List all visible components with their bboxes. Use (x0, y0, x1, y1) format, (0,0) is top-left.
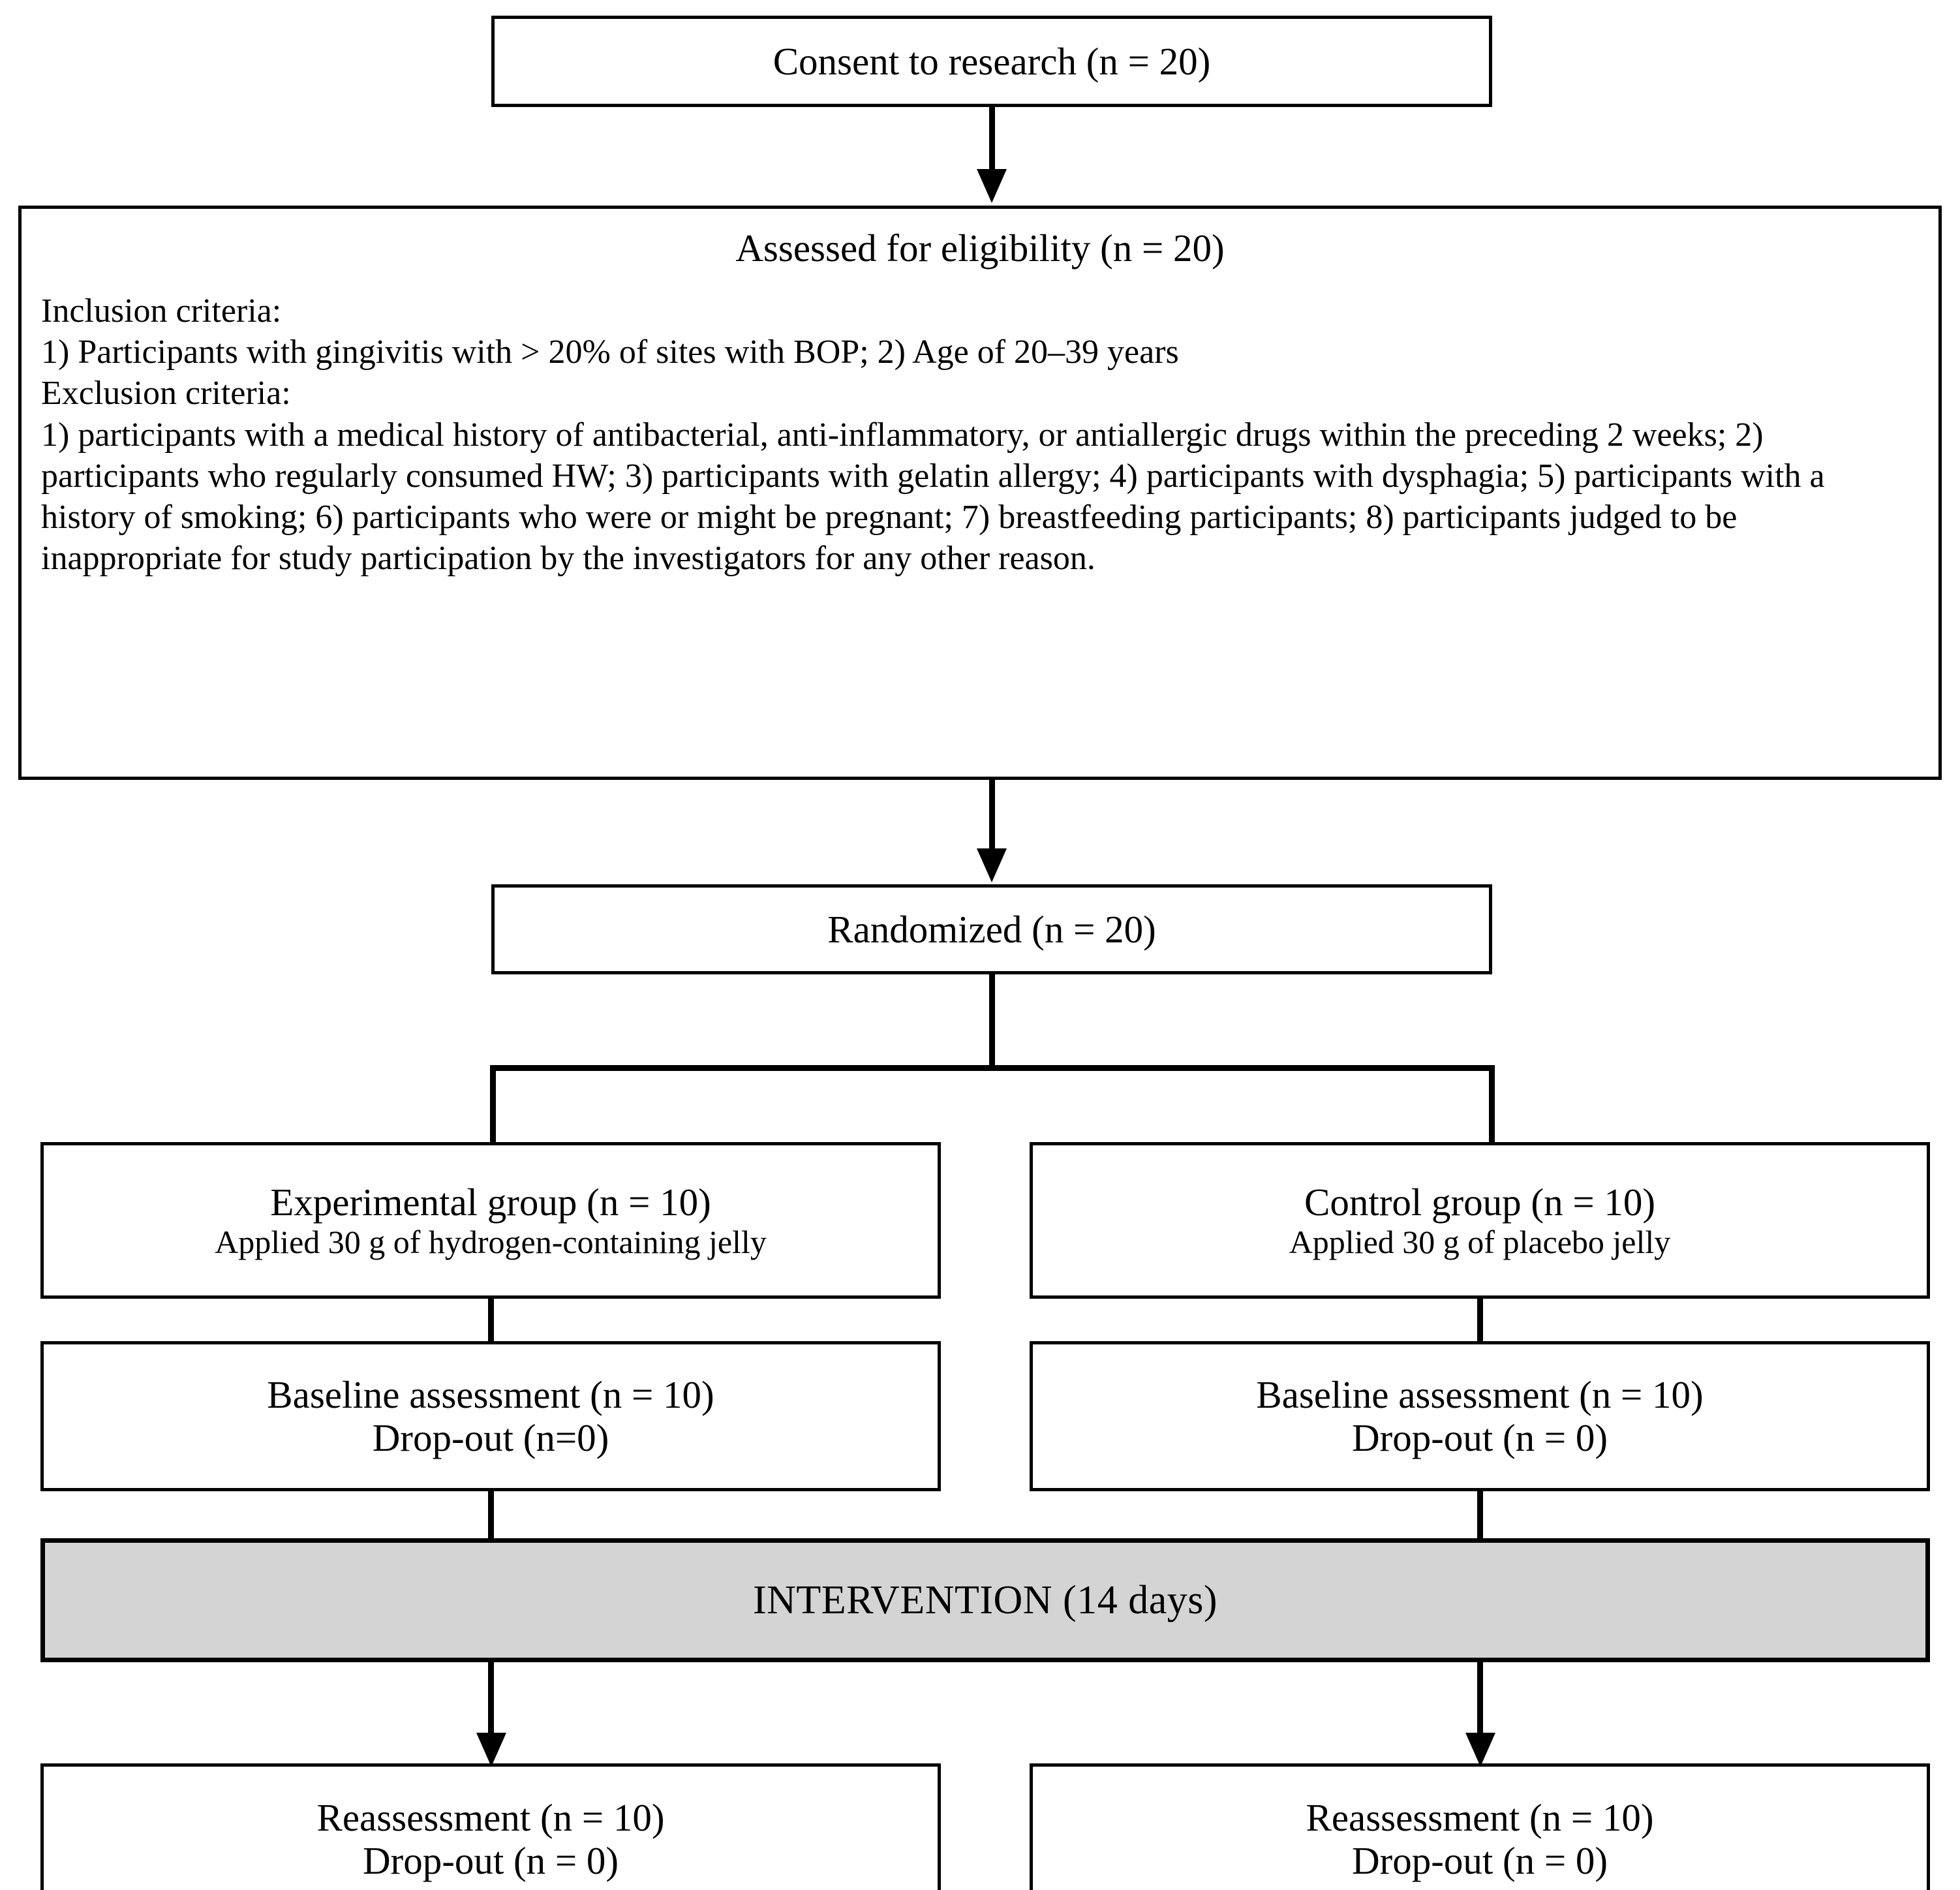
control-group-box: Control group (n = 10) Applied 30 g of p… (1030, 1142, 1930, 1299)
connector-intervention-to-experimental-reassessment (488, 1662, 494, 1737)
eligibility-heading: Assessed for eligibility (n = 20) (735, 226, 1225, 270)
control-baseline-dropout: Drop-out (n = 0) (1351, 1416, 1608, 1459)
control-baseline-box: Baseline assessment (n = 10) Drop-out (n… (1030, 1341, 1930, 1491)
consent-box: Consent to research (n = 20) (491, 16, 1492, 107)
connector-branch-left (490, 1065, 496, 1183)
exclusion-criteria-body: 1) participants with a medical history o… (41, 416, 1825, 578)
eligibility-criteria-block: Inclusion criteria: 1) Participants with… (41, 290, 1919, 579)
control-group-detail: Applied 30 g of placebo jelly (1289, 1224, 1671, 1261)
connector-control-to-baseline (1477, 1299, 1483, 1344)
control-group-title: Control group (n = 10) (1304, 1180, 1655, 1224)
connector-randomized-stem (989, 974, 995, 1069)
eligibility-box: Assessed for eligibility (n = 20) Inclus… (18, 206, 1942, 780)
arrowhead-experimental-reassessment (476, 1733, 506, 1767)
control-reassessment-title: Reassessment (n = 10) (1306, 1795, 1654, 1839)
exclusion-criteria-heading: Exclusion criteria: (41, 375, 291, 412)
inclusion-criteria-heading: Inclusion criteria: (41, 292, 282, 330)
experimental-group-title: Experimental group (n = 10) (270, 1180, 711, 1224)
connector-eligibility-to-randomized (989, 780, 995, 852)
randomized-box: Randomized (n = 20) (491, 884, 1492, 974)
connector-randomized-crossbar (490, 1065, 1495, 1071)
arrowhead-control-reassessment (1465, 1733, 1495, 1767)
randomized-label: Randomized (n = 20) (827, 907, 1156, 951)
control-reassessment-box: Reassessment (n = 10) Drop-out (n = 0) (1030, 1763, 1930, 1890)
experimental-baseline-dropout: Drop-out (n=0) (372, 1416, 609, 1459)
experimental-reassessment-dropout: Drop-out (n = 0) (362, 1839, 619, 1882)
intervention-label: INTERVENTION (14 days) (753, 1577, 1217, 1622)
connector-branch-right (1489, 1065, 1495, 1183)
arrowhead-eligibility-to-randomized (977, 848, 1007, 882)
arrowhead-consent-to-eligibility (977, 169, 1007, 203)
connector-experimental-baseline-to-intervention (488, 1491, 494, 1540)
experimental-reassessment-title: Reassessment (n = 10) (316, 1795, 665, 1839)
control-baseline-title: Baseline assessment (n = 10) (1256, 1372, 1704, 1416)
connector-control-baseline-to-intervention (1477, 1491, 1483, 1540)
control-reassessment-dropout: Drop-out (n = 0) (1351, 1839, 1608, 1882)
experimental-baseline-box: Baseline assessment (n = 10) Drop-out (n… (40, 1341, 941, 1491)
connector-experimental-to-baseline (488, 1299, 494, 1344)
intervention-bar: INTERVENTION (14 days) (40, 1538, 1930, 1662)
experimental-baseline-title: Baseline assessment (n = 10) (267, 1372, 714, 1416)
connector-intervention-to-control-reassessment (1477, 1662, 1483, 1737)
connector-consent-to-eligibility (989, 107, 995, 172)
inclusion-criteria-item: 1) Participants with gingivitis with > 2… (41, 333, 1179, 371)
consent-label: Consent to research (n = 20) (773, 39, 1211, 83)
experimental-group-detail: Applied 30 g of hydrogen-containing jell… (215, 1224, 767, 1261)
experimental-reassessment-box: Reassessment (n = 10) Drop-out (n = 0) (40, 1763, 941, 1890)
experimental-group-box: Experimental group (n = 10) Applied 30 g… (40, 1142, 941, 1299)
